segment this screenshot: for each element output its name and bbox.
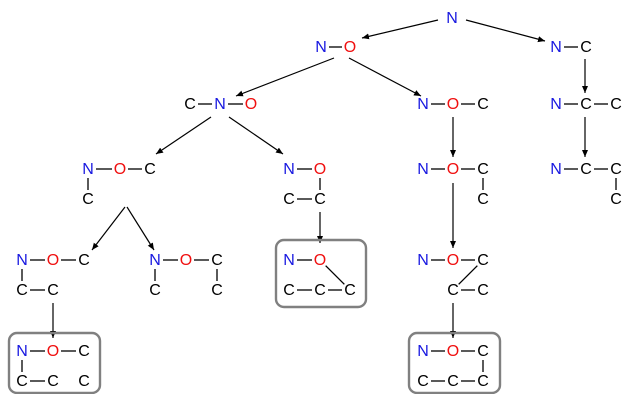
atom-label-n: N (16, 343, 28, 360)
atom-label-c: C (344, 282, 356, 299)
tree-edge-arrow (91, 206, 126, 251)
atom-label-n: N (149, 252, 161, 269)
atom-label-c: C (149, 282, 161, 299)
atom-label-o: O (47, 252, 59, 269)
atom-label-o: O (314, 252, 326, 269)
atom-label-c: C (144, 161, 156, 178)
atom-label-c: C (477, 191, 489, 208)
atom-label-c: C (283, 191, 295, 208)
atom-label-c: C (47, 282, 59, 299)
atom-label-n: N (446, 10, 458, 27)
tree-edge-arrow (228, 116, 284, 155)
atom-label-c: C (78, 252, 90, 269)
atom-label-o: O (447, 252, 459, 269)
atom-label-o: O (47, 343, 59, 360)
atom-label-c: C (477, 96, 489, 113)
atom-label-c: C (477, 282, 489, 299)
tree-edge-arrow (235, 57, 335, 97)
tree-edge-arrow (361, 19, 439, 40)
atom-label-n: N (417, 96, 429, 113)
atom-label-n: N (417, 161, 429, 178)
atom-label-n: N (283, 252, 295, 269)
atom-label-n: N (550, 96, 562, 113)
atom-label-c: C (477, 252, 489, 269)
atom-label-c: C (211, 282, 223, 299)
atom-label-c: C (184, 96, 196, 113)
atom-label-c: C (610, 161, 622, 178)
atom-label-o: O (314, 161, 326, 178)
tree-node-n6: N O C C (82, 161, 156, 208)
atom-label-o: O (447, 343, 459, 360)
atom-label-n: N (214, 96, 226, 113)
atom-label-c: C (447, 282, 459, 299)
atom-label-c: C (580, 39, 592, 56)
atom-label-c: C (580, 161, 592, 178)
atom-label-n: N (16, 252, 28, 269)
atom-label-o: O (344, 39, 356, 56)
atom-label-c: C (82, 191, 94, 208)
atom-label-o: O (447, 161, 459, 178)
atom-label-c: C (610, 191, 622, 208)
tree-edge-arrow (348, 57, 422, 97)
atom-label-c: C (78, 343, 90, 360)
highlight-box (407, 331, 502, 394)
atom-label-c: C (447, 373, 459, 390)
highlight-box (7, 331, 102, 394)
atom-label-n: N (417, 343, 429, 360)
atom-label-c: C (16, 373, 28, 390)
atom-label-c: C (78, 373, 90, 390)
atom-label-o: O (180, 252, 192, 269)
atom-label-c: C (314, 282, 326, 299)
atom-label-o: O (114, 161, 126, 178)
atom-label-c: C (417, 373, 429, 390)
atom-label-c: C (283, 282, 295, 299)
atom-label-n: N (82, 161, 94, 178)
tree-edge-arrow (155, 116, 212, 155)
atom-label-c: C (610, 96, 622, 113)
atom-label-n: N (283, 161, 295, 178)
bond-line (458, 265, 478, 285)
atom-label-c: C (477, 373, 489, 390)
tree-node-root: N (446, 10, 458, 27)
atom-label-n: N (315, 39, 327, 56)
atom-label-c: C (314, 191, 326, 208)
tree-edge-arrow (465, 19, 546, 43)
atom-label-o: O (245, 96, 257, 113)
atom-label-c: C (477, 161, 489, 178)
atom-label-c: C (211, 252, 223, 269)
bond-line (325, 265, 345, 285)
atom-label-c: C (16, 282, 28, 299)
tree-node-n8: N O CC (417, 161, 489, 208)
atom-label-c: C (47, 373, 59, 390)
highlight-box (274, 238, 368, 309)
atom-label-o: O (447, 96, 459, 113)
atom-label-n: N (550, 161, 562, 178)
atom-label-n: N (417, 252, 429, 269)
tree-edge-arrow (126, 206, 155, 251)
atom-label-n: N (550, 39, 562, 56)
atom-label-c: C (477, 343, 489, 360)
atom-label-c: C (580, 96, 592, 113)
